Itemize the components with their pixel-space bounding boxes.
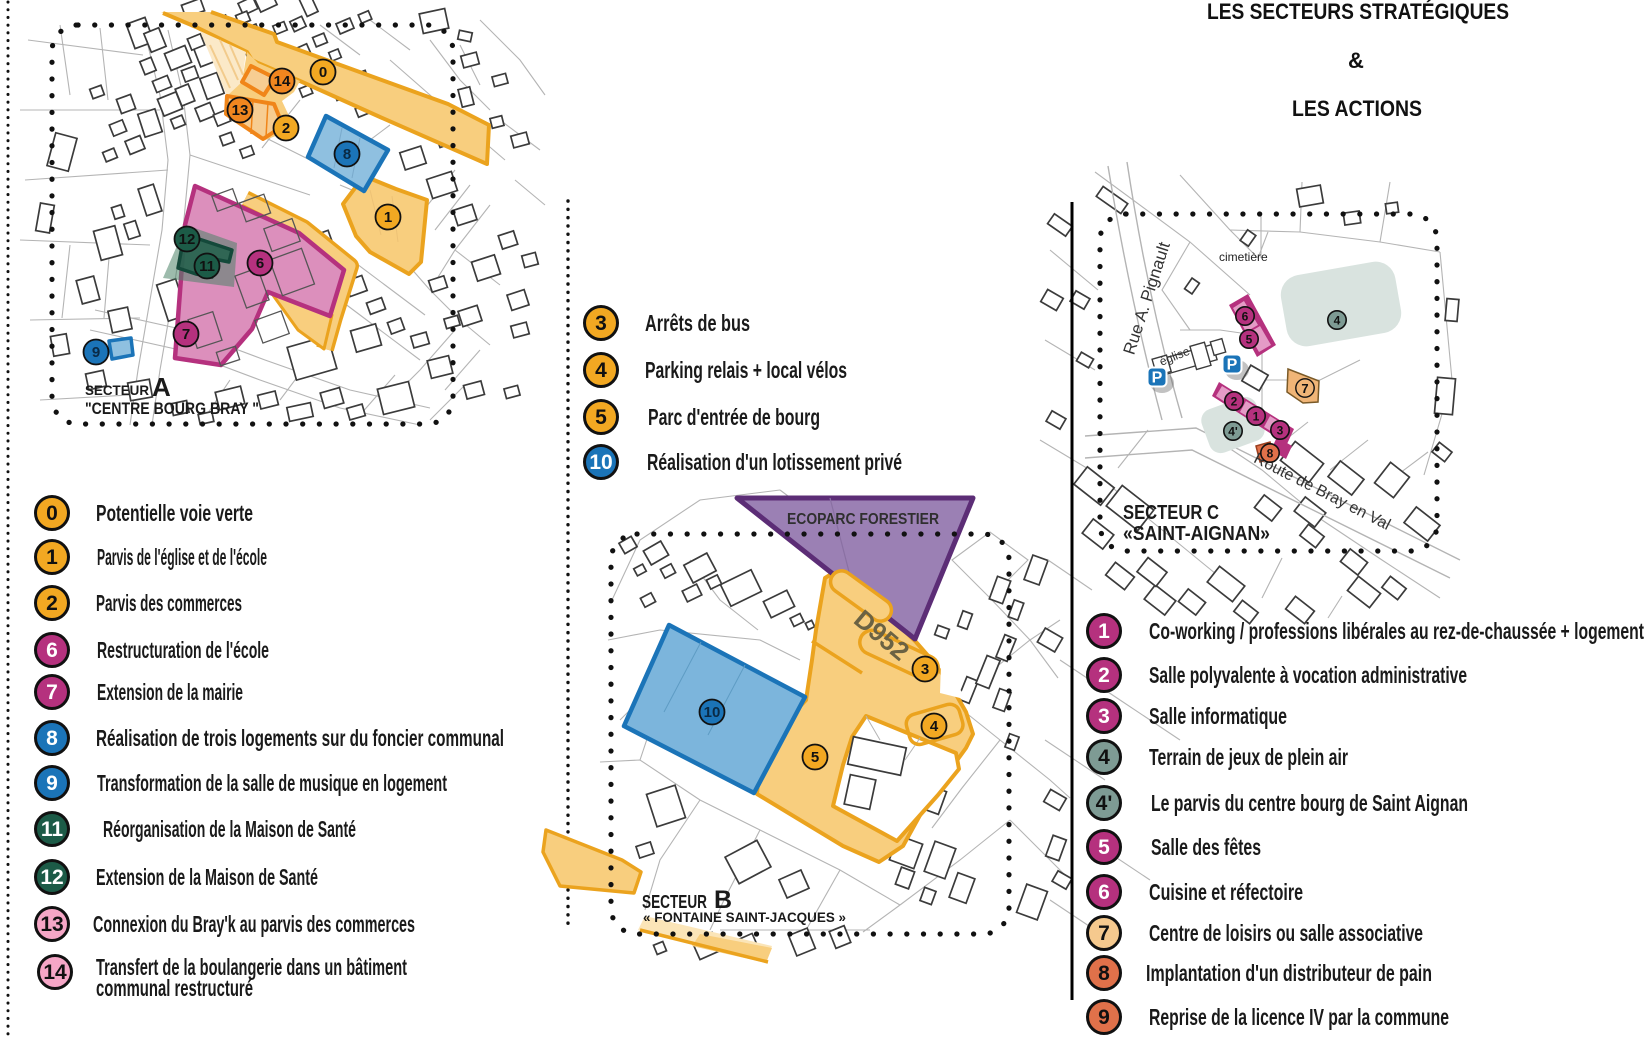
svg-text:3: 3 xyxy=(1277,424,1284,438)
svg-text:Parking relais + local vélos: Parking relais + local vélos xyxy=(645,357,847,383)
svg-text:1: 1 xyxy=(1098,620,1110,643)
svg-text:Réorganisation de la Maison de: Réorganisation de la Maison de Santé xyxy=(103,816,356,842)
svg-text:4': 4' xyxy=(1228,425,1238,439)
svg-text:Terrain de jeux de plein air: Terrain de jeux de plein air xyxy=(1149,744,1348,770)
svg-text:SECTEUR C: SECTEUR C xyxy=(1123,502,1219,524)
svg-text:9: 9 xyxy=(92,344,100,361)
svg-text:7: 7 xyxy=(1301,381,1308,396)
svg-text:8: 8 xyxy=(1267,447,1274,461)
svg-text:5: 5 xyxy=(1098,836,1110,859)
svg-text:8: 8 xyxy=(46,727,58,750)
svg-text:2: 2 xyxy=(282,120,290,137)
svg-text:Implantation d'un distributeur: Implantation d'un distributeur de pain xyxy=(1146,960,1432,986)
svg-text:Centre de loisirs ou salle ass: Centre de loisirs ou salle associative xyxy=(1149,920,1423,946)
svg-text:Connexion du Bray'k au parvis: Connexion du Bray'k au parvis des commer… xyxy=(93,911,415,937)
svg-text:Cuisine et réfectoire: Cuisine et réfectoire xyxy=(1149,879,1303,905)
svg-text:P: P xyxy=(1152,370,1163,387)
svg-text:2: 2 xyxy=(46,592,58,615)
svg-text:LES ACTIONS: LES ACTIONS xyxy=(1292,96,1422,121)
svg-text:2: 2 xyxy=(1098,664,1110,687)
svg-text:Transformation de la salle de: Transformation de la salle de musique en… xyxy=(97,770,447,796)
svg-text:communal restructuré: communal restructuré xyxy=(96,975,253,1001)
svg-text:Reprise de la licence IV par l: Reprise de la licence IV par la commune xyxy=(1149,1004,1449,1030)
svg-text:5: 5 xyxy=(595,406,607,429)
svg-text:1: 1 xyxy=(1253,410,1260,424)
svg-text:14: 14 xyxy=(274,73,291,90)
svg-text:3: 3 xyxy=(595,312,607,335)
svg-text:6: 6 xyxy=(1098,881,1110,904)
svg-text:« FONTAINE SAINT-JACQUES »: « FONTAINE SAINT-JACQUES » xyxy=(643,909,846,925)
svg-text:P: P xyxy=(1227,357,1238,374)
svg-text:Le parvis du centre bourg de S: Le parvis du centre bourg de Saint Aigna… xyxy=(1151,790,1468,816)
svg-text:Potentielle voie verte: Potentielle voie verte xyxy=(96,500,253,526)
svg-text:Salle des fêtes: Salle des fêtes xyxy=(1151,834,1261,860)
svg-text:Rue A. Pignault: Rue A. Pignault xyxy=(1120,239,1174,357)
svg-text:Parvis de l'église et de l'éco: Parvis de l'église et de l'école xyxy=(97,544,267,570)
svg-text:6: 6 xyxy=(46,639,58,662)
svg-text:7: 7 xyxy=(1098,922,1110,945)
svg-text:5: 5 xyxy=(1246,333,1253,347)
svg-text:7: 7 xyxy=(46,681,58,704)
svg-text:LES SECTEURS STRATÉGIQUES: LES SECTEURS STRATÉGIQUES xyxy=(1207,0,1509,24)
svg-text:Parvis des commerces: Parvis des commerces xyxy=(96,590,242,616)
svg-text:1: 1 xyxy=(384,209,392,226)
svg-text:Arrêts de bus: Arrêts de bus xyxy=(645,310,750,336)
svg-text:Réalisation de trois logements: Réalisation de trois logements sur du fo… xyxy=(96,725,504,751)
svg-text:"CENTRE BOURG BRAY ": "CENTRE BOURG BRAY " xyxy=(85,399,259,418)
svg-text:cimetière: cimetière xyxy=(1219,250,1268,264)
svg-text:14: 14 xyxy=(43,961,67,984)
svg-text:11: 11 xyxy=(199,258,215,275)
svg-text:8: 8 xyxy=(343,146,351,163)
svg-text:6: 6 xyxy=(1242,310,1249,324)
svg-text:3: 3 xyxy=(921,661,929,678)
svg-text:0: 0 xyxy=(46,502,58,525)
svg-text:4': 4' xyxy=(1096,792,1113,815)
svg-text:4: 4 xyxy=(595,359,607,382)
svg-text:SECTEUR: SECTEUR xyxy=(85,382,149,398)
svg-text:12: 12 xyxy=(40,866,63,889)
svg-text:&: & xyxy=(1348,48,1364,73)
svg-text:«SAINT-AIGNAN»: «SAINT-AIGNAN» xyxy=(1123,523,1270,545)
svg-text:13: 13 xyxy=(232,102,249,119)
svg-text:B: B xyxy=(714,886,732,914)
svg-text:Réalisation d'un lotissement p: Réalisation d'un lotissement privé xyxy=(647,449,902,475)
svg-text:1: 1 xyxy=(46,546,58,569)
svg-text:0: 0 xyxy=(319,64,327,81)
svg-text:10: 10 xyxy=(589,451,612,474)
svg-text:Transfert de la boulangerie da: Transfert de la boulangerie dans un bâti… xyxy=(96,954,407,980)
svg-text:Extension de la Maison de Sant: Extension de la Maison de Santé xyxy=(96,864,318,890)
svg-text:ECOPARC FORESTIER: ECOPARC FORESTIER xyxy=(787,511,939,528)
svg-text:9: 9 xyxy=(46,772,58,795)
svg-text:4: 4 xyxy=(1098,746,1110,769)
svg-text:A: A xyxy=(152,372,171,402)
svg-text:9: 9 xyxy=(1098,1006,1110,1029)
svg-text:11: 11 xyxy=(41,818,64,841)
svg-text:Co-working / professions libér: Co-working / professions libérales au re… xyxy=(1149,618,1644,644)
svg-text:10: 10 xyxy=(704,704,721,721)
svg-text:13: 13 xyxy=(40,913,63,936)
svg-text:Salle informatique: Salle informatique xyxy=(1149,703,1287,729)
svg-text:Extension de la mairie: Extension de la mairie xyxy=(97,679,243,705)
svg-text:SECTEUR: SECTEUR xyxy=(642,892,707,912)
svg-text:4: 4 xyxy=(1334,314,1341,328)
svg-text:12: 12 xyxy=(179,231,196,248)
svg-text:7: 7 xyxy=(182,326,190,343)
svg-text:8: 8 xyxy=(1098,962,1110,985)
svg-text:Restructuration de l'école: Restructuration de l'école xyxy=(97,637,269,663)
svg-text:6: 6 xyxy=(256,255,264,272)
svg-text:Salle polyvalente à vocation a: Salle polyvalente à vocation administrat… xyxy=(1149,662,1467,688)
svg-text:4: 4 xyxy=(930,718,939,735)
svg-text:Parc d'entrée de bourg: Parc d'entrée de bourg xyxy=(648,404,820,430)
svg-text:5: 5 xyxy=(811,749,819,766)
svg-text:2: 2 xyxy=(1231,395,1238,409)
svg-text:3: 3 xyxy=(1098,705,1110,728)
